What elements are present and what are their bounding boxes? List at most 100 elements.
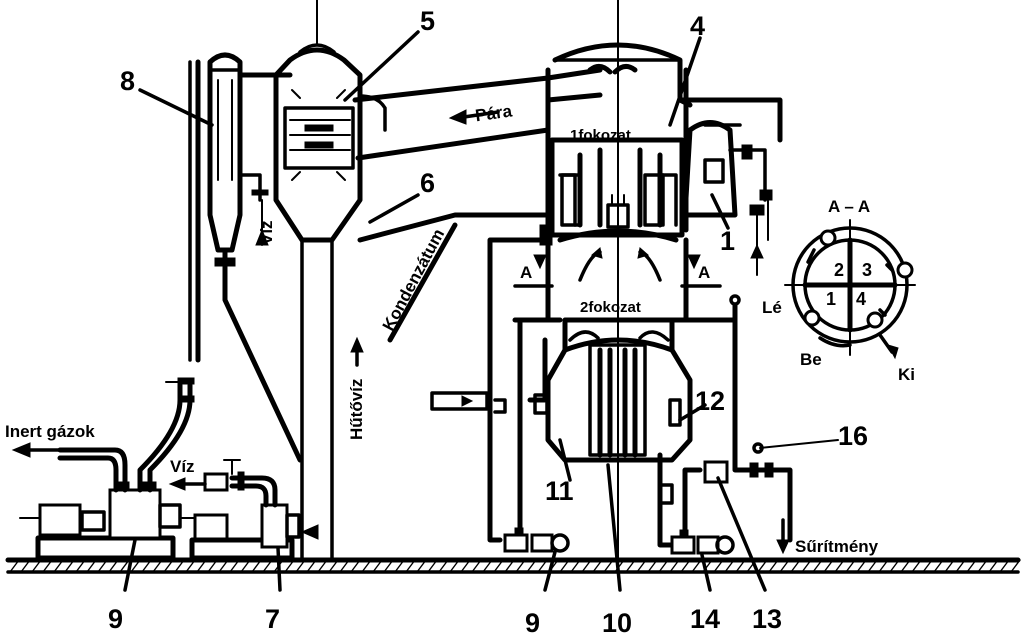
separator-5 bbox=[273, 43, 363, 243]
inset-title: A – A bbox=[828, 197, 870, 216]
ground-hatch-line bbox=[284, 559, 295, 573]
ground-hatch-line bbox=[603, 559, 614, 573]
ground-hatch-line bbox=[790, 559, 801, 573]
ground-hatch-line bbox=[108, 559, 119, 573]
pump-7 bbox=[189, 459, 319, 561]
label-vapor: Pára bbox=[474, 101, 514, 125]
label-water-mid: Víz bbox=[170, 457, 195, 476]
ground-hatch-line bbox=[999, 559, 1010, 573]
stage-2-body bbox=[507, 294, 741, 548]
ground-hatch-line bbox=[20, 559, 31, 573]
ground-hatch-line bbox=[75, 559, 86, 573]
recirculation-pipe bbox=[357, 212, 553, 543]
part-number-15: 14 bbox=[690, 604, 720, 634]
ground-hatch-line bbox=[691, 559, 702, 573]
ground-hatch-line bbox=[911, 559, 922, 573]
ground-hatch-line bbox=[526, 559, 537, 573]
ground-hatch-line bbox=[317, 559, 328, 573]
ground-hatch-line bbox=[31, 559, 42, 573]
ground-hatch-line bbox=[581, 559, 592, 573]
ground-hatch-line bbox=[339, 559, 350, 573]
ground-hatch-line bbox=[9, 559, 20, 573]
ground-hatch-line bbox=[119, 559, 130, 573]
ground-hatch-line bbox=[328, 559, 339, 573]
central-column bbox=[300, 0, 619, 562]
ground-hatch-line bbox=[900, 559, 911, 573]
ground-hatch-line bbox=[383, 559, 394, 573]
ground-hatch-line bbox=[394, 559, 405, 573]
ground-hatch-line bbox=[889, 559, 900, 573]
label-inert-gases: Inert gázok bbox=[5, 422, 95, 441]
ground-hatch-line bbox=[251, 559, 262, 573]
ground-hatch-line bbox=[812, 559, 823, 573]
ground-hatch-line bbox=[724, 559, 735, 573]
part-number-5: 5 bbox=[420, 6, 435, 36]
ground-hatch-line bbox=[922, 559, 933, 573]
ground-hatch-line bbox=[207, 559, 218, 573]
part-number-10: 9 bbox=[525, 608, 540, 638]
evaporator-body bbox=[513, 42, 722, 323]
pump-15 bbox=[670, 529, 735, 555]
label-section-a-right: A bbox=[698, 263, 710, 282]
inset-quadrant-4: 4 bbox=[856, 289, 866, 309]
ground-hatch-line bbox=[779, 559, 790, 573]
ground-hatch-line bbox=[240, 559, 251, 573]
label-cooling-water: Hűtővíz bbox=[347, 379, 366, 440]
part-number-7: 7 bbox=[265, 604, 280, 634]
ground-hatch-line bbox=[471, 559, 482, 573]
part-number-8: 8 bbox=[120, 66, 135, 96]
ground bbox=[5, 557, 1021, 574]
label-stage-1: 1fokozat bbox=[570, 127, 631, 144]
inset-quadrant-1: 1 bbox=[826, 289, 836, 309]
label-concentrate: Sűrítmény bbox=[795, 537, 879, 556]
ground-hatch-line bbox=[647, 559, 658, 573]
ground-hatch-line bbox=[361, 559, 372, 573]
ground-hatch-line bbox=[867, 559, 878, 573]
part-number-13: 12 bbox=[695, 386, 725, 416]
ground-hatch-line bbox=[504, 559, 515, 573]
ground-hatch-line bbox=[955, 559, 966, 573]
ground-hatch-line bbox=[834, 559, 845, 573]
ground-hatch-line bbox=[878, 559, 889, 573]
ground-hatch-line bbox=[636, 559, 647, 573]
ground-hatch-line bbox=[856, 559, 867, 573]
ground-hatch-line bbox=[53, 559, 64, 573]
ground-hatch-line bbox=[801, 559, 812, 573]
ground-hatch-line bbox=[845, 559, 856, 573]
ground-hatch-line bbox=[977, 559, 988, 573]
ground-hatch-line bbox=[537, 559, 548, 573]
part-number-1: 1 bbox=[720, 226, 735, 256]
part-number-6: 6 bbox=[420, 168, 435, 198]
ground-hatch-line bbox=[152, 559, 163, 573]
preheater-1 bbox=[677, 97, 783, 276]
ground-hatch-line bbox=[944, 559, 955, 573]
inset-quadrant-2: 2 bbox=[834, 260, 844, 280]
ground-hatch-line bbox=[449, 559, 460, 573]
pump-10 bbox=[503, 527, 570, 553]
inset-labels: A – A 2 3 1 4 Be Ki bbox=[800, 197, 915, 384]
ground-hatch-line bbox=[174, 559, 185, 573]
ground-hatch-line bbox=[493, 559, 504, 573]
ground-hatch-line bbox=[988, 559, 999, 573]
label-water-left: Víz bbox=[257, 220, 276, 245]
ground-hatch-line bbox=[86, 559, 97, 573]
part-number-9: 9 bbox=[108, 604, 123, 634]
label-juice: Lé bbox=[762, 298, 782, 317]
ground-hatch-line bbox=[592, 559, 603, 573]
ground-hatch-line bbox=[64, 559, 75, 573]
inset-quadrant-3: 3 bbox=[862, 260, 872, 280]
label-section-a-left: A bbox=[520, 263, 532, 282]
ground-hatch-line bbox=[350, 559, 361, 573]
part-number-14: 13 bbox=[752, 604, 782, 634]
ground-hatch-line bbox=[405, 559, 416, 573]
part-number-11: 10 bbox=[602, 608, 632, 638]
ground-hatch-line bbox=[306, 559, 317, 573]
ground-hatch-line bbox=[185, 559, 196, 573]
ground-hatch-line bbox=[713, 559, 724, 573]
ground-hatch-line bbox=[735, 559, 746, 573]
ground-hatch-line bbox=[768, 559, 779, 573]
ground-hatch-line bbox=[1010, 559, 1021, 573]
ground-hatch-line bbox=[218, 559, 229, 573]
ground-hatch-line bbox=[141, 559, 152, 573]
ground-hatch-line bbox=[163, 559, 174, 573]
